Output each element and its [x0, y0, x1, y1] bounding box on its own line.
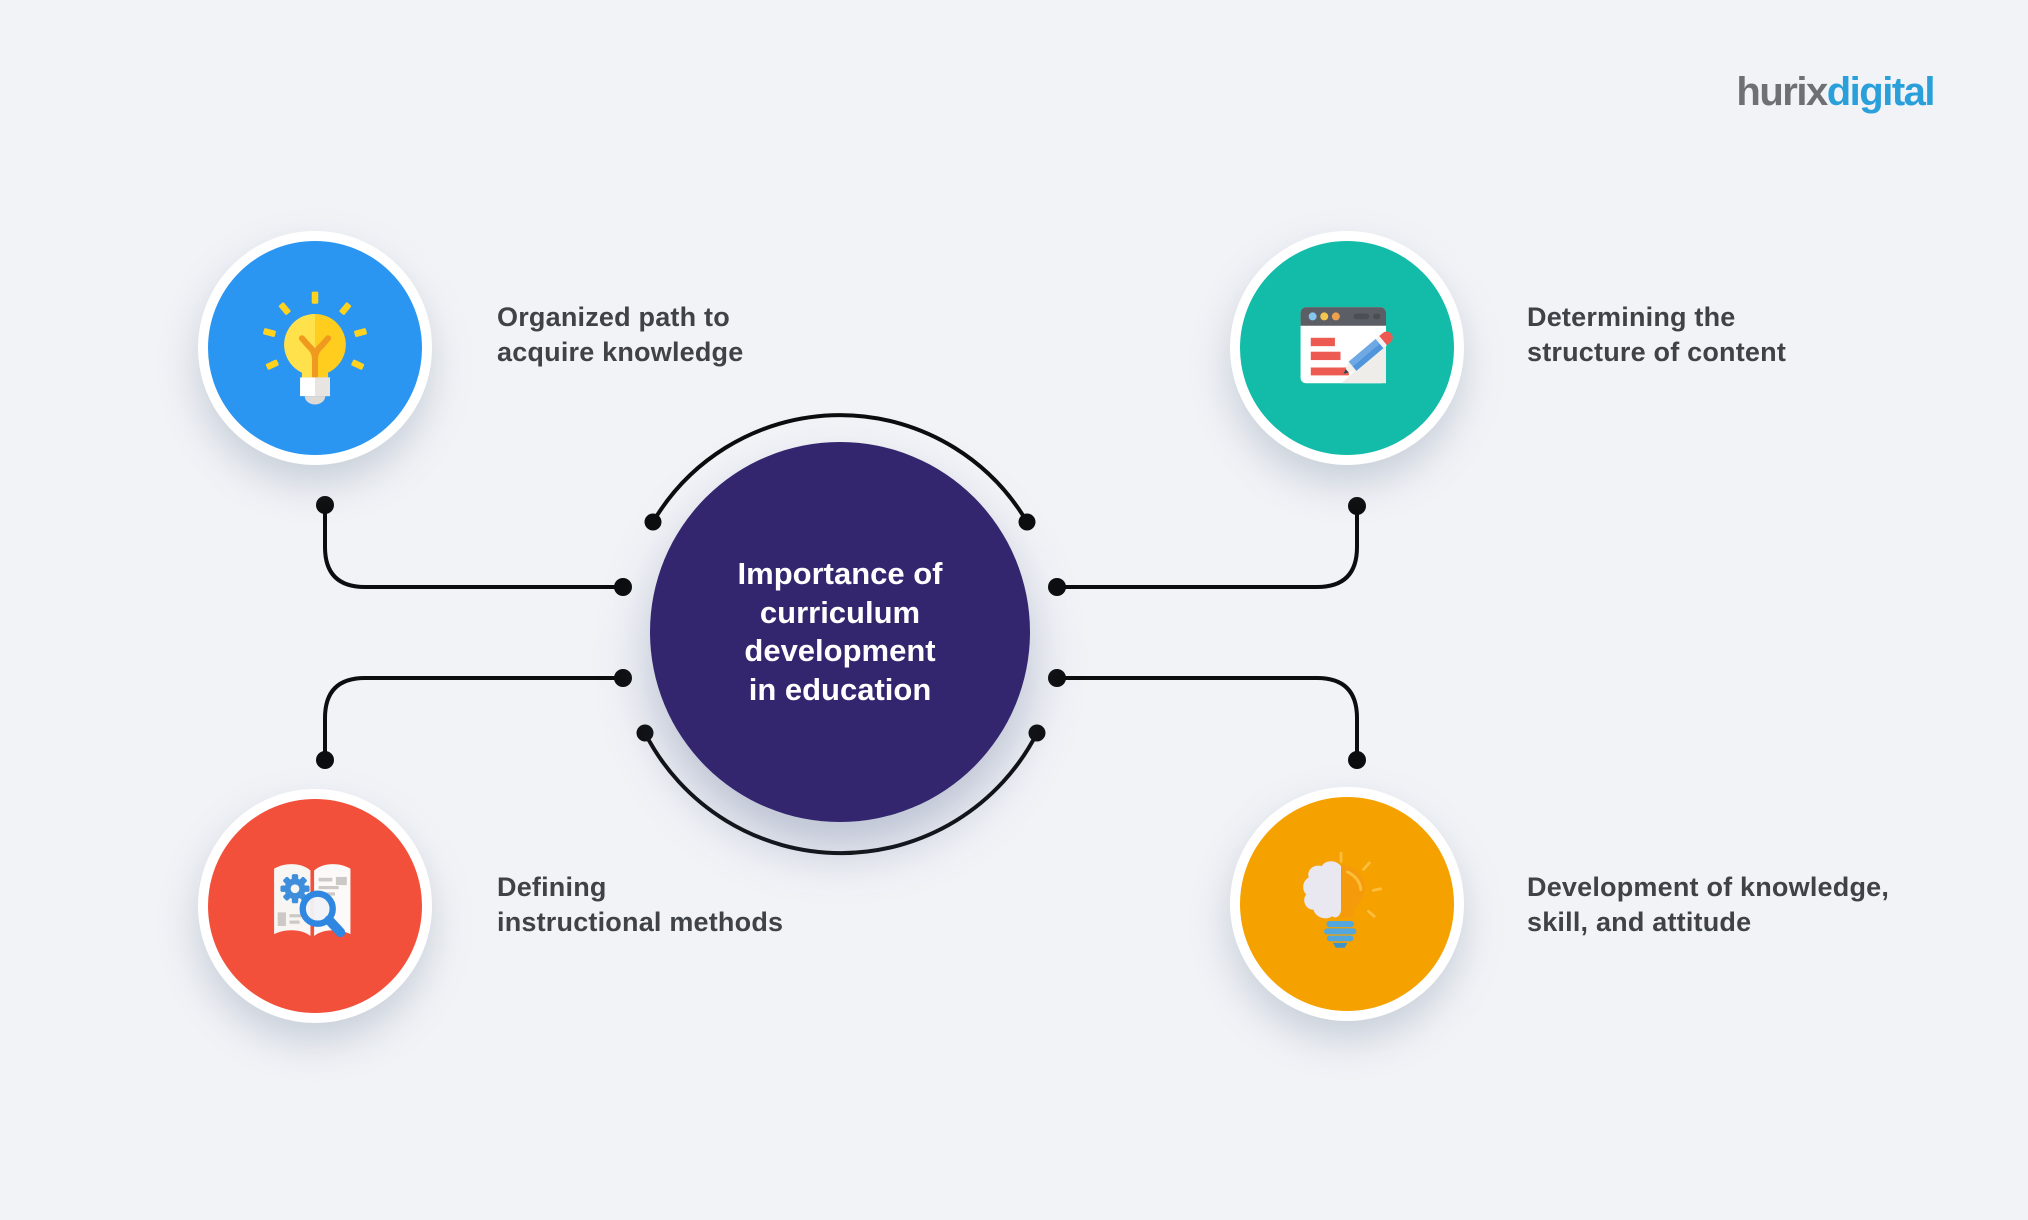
connector-top-right: [1055, 504, 1359, 589]
label-line: skill, and attitude: [1527, 907, 1752, 937]
label-line: structure of content: [1527, 337, 1787, 367]
center-topic-circle: Importance of curriculum development in …: [650, 442, 1030, 822]
lightbulb-icon: [263, 291, 367, 404]
connector-bottom-right: [1055, 676, 1359, 762]
center-title-line: Importance of: [737, 556, 943, 591]
node-circle-instructional-methods: [198, 789, 432, 1023]
label-structure-of-content: Determining the structure of content: [1527, 300, 1786, 370]
node-circle-structure-of-content: [1230, 231, 1464, 465]
connector-bottom-left: [323, 676, 625, 762]
brain-bulb-icon: [1303, 851, 1382, 948]
label-knowledge-skill-attitude: Development of knowledge, skill, and att…: [1527, 870, 1889, 940]
center-title-line: in education: [748, 671, 932, 707]
label-organized-path: Organized path to acquire knowledge: [497, 300, 743, 370]
center-title-line: curriculum: [759, 594, 921, 630]
label-line: Organized path to: [497, 302, 730, 332]
node-circle-knowledge-skill-attitude: [1230, 787, 1464, 1021]
label-line: Defining: [497, 872, 607, 902]
label-line: Determining the: [1527, 302, 1736, 332]
connector-dots: [316, 496, 1366, 769]
logo-part-hurix: hurix: [1736, 70, 1828, 114]
label-instructional-methods: Defining instructional methods: [497, 870, 783, 940]
logo-part-digital: digital: [1826, 70, 1936, 114]
label-line: instructional methods: [497, 907, 784, 937]
book-search-icon: [274, 864, 351, 938]
hurix-digital-logo: hurixdigital: [1736, 70, 1936, 115]
connector-top-left: [323, 503, 625, 589]
center-top-arc: [651, 413, 1029, 524]
label-line: Development of knowledge,: [1527, 872, 1890, 902]
label-line: acquire knowledge: [497, 337, 744, 367]
node-circle-organized-path: [198, 231, 432, 465]
browser-edit-icon: [1300, 307, 1393, 384]
center-bottom-arc: [643, 731, 1039, 856]
center-title-line: development: [744, 633, 936, 668]
